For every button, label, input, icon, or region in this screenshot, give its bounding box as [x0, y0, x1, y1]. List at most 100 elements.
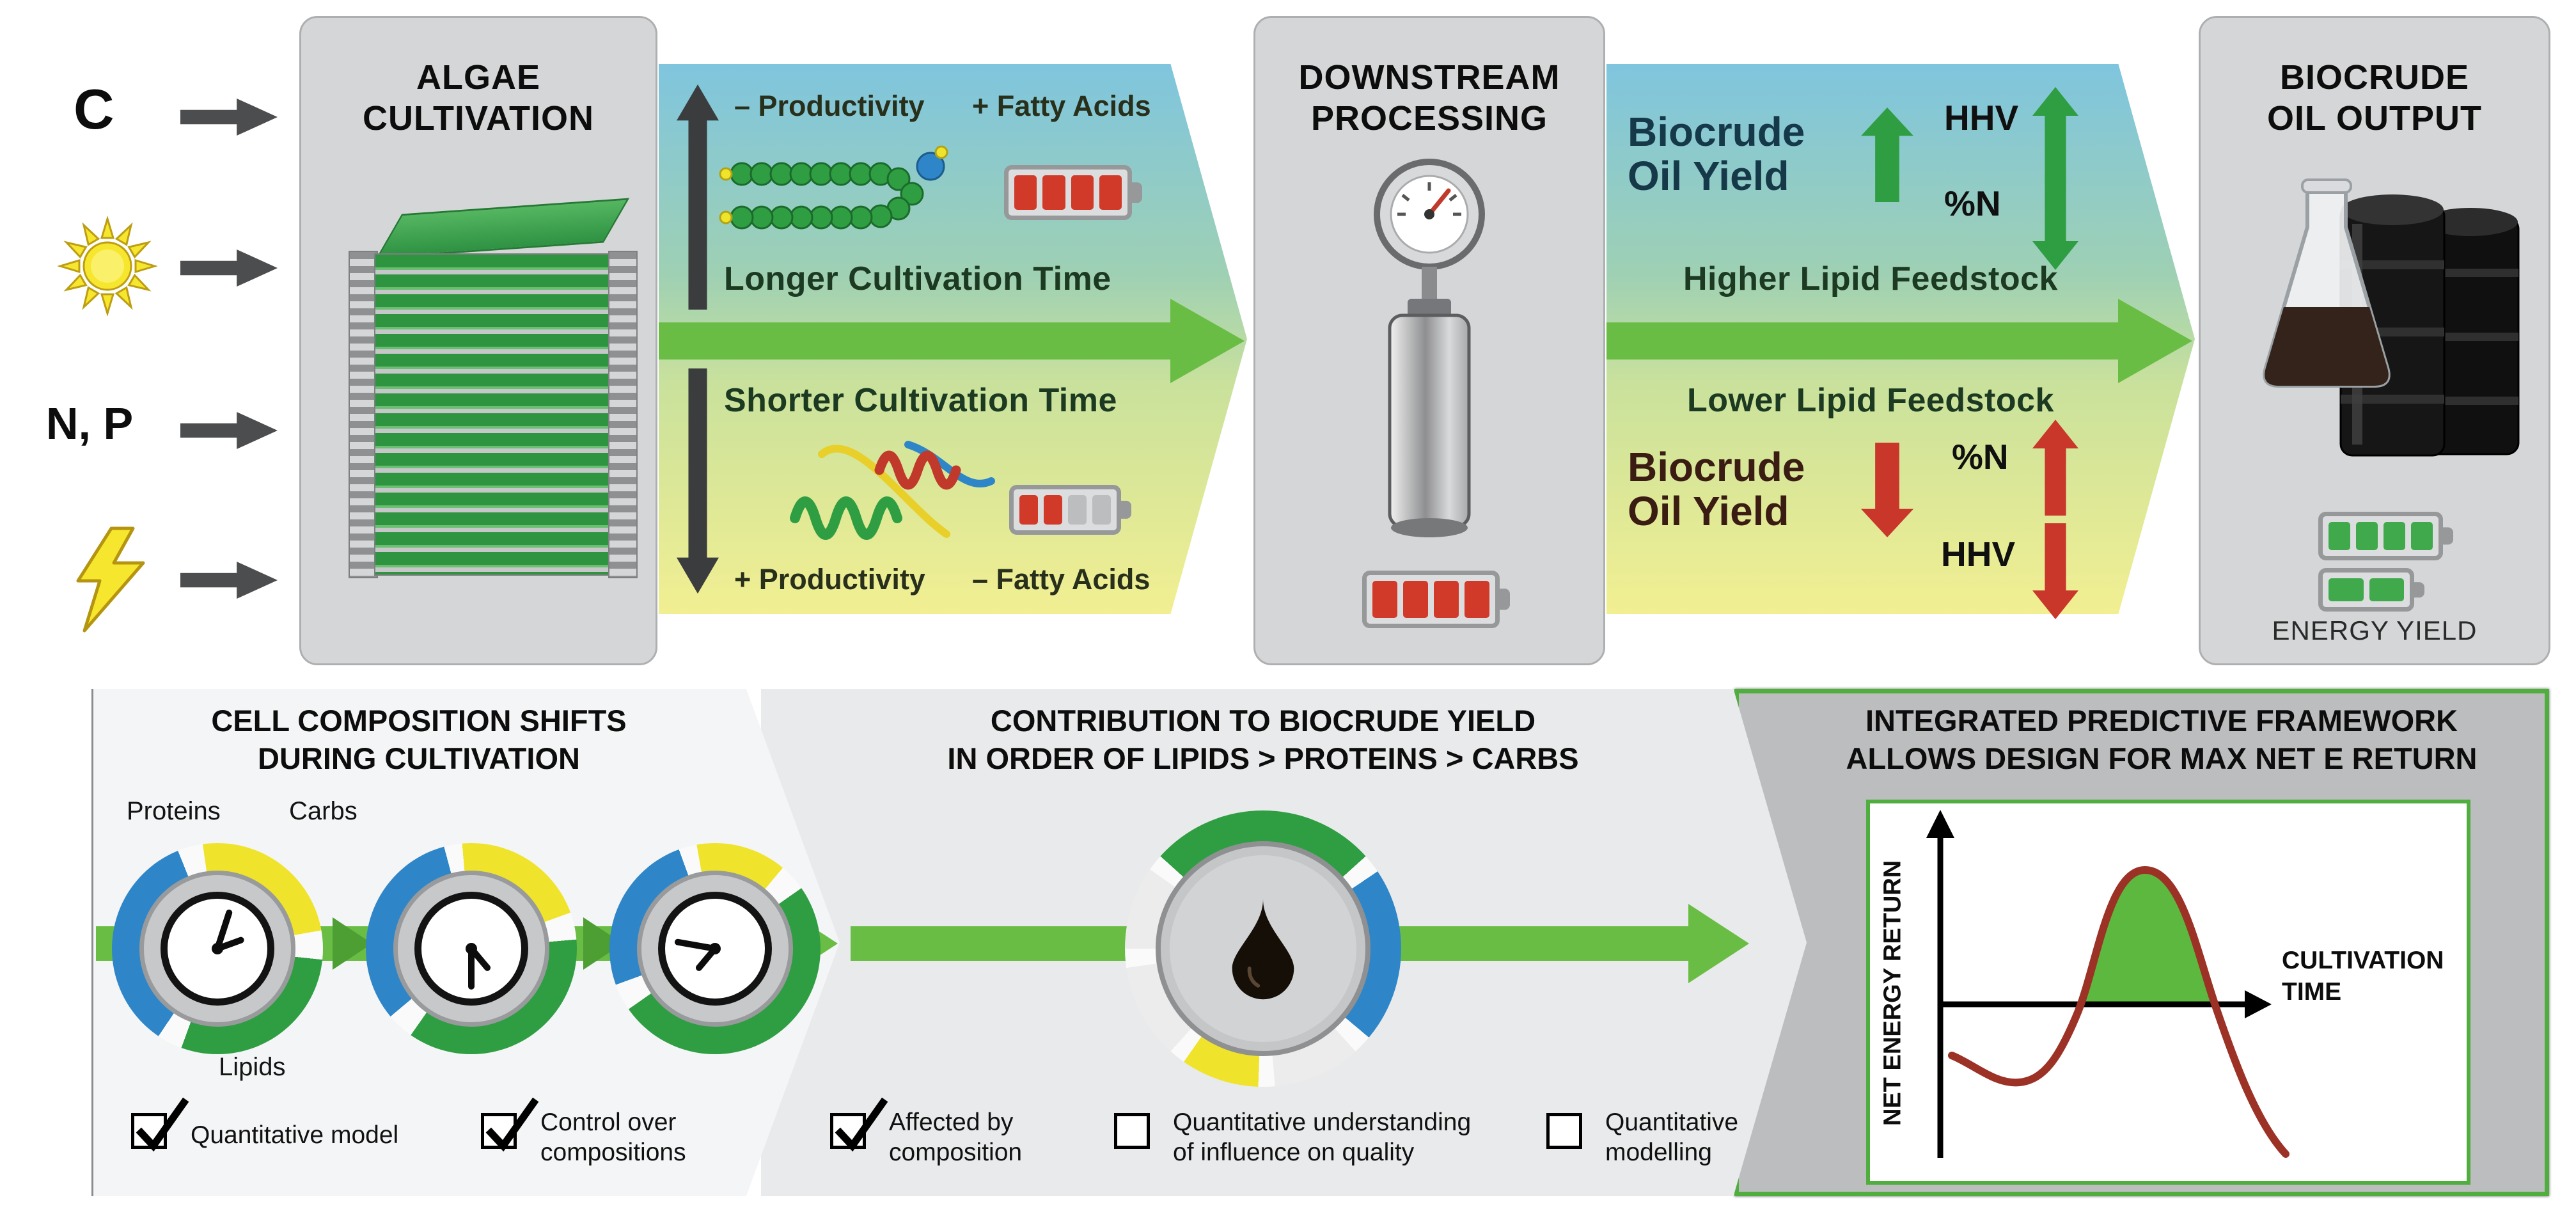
battery-bar — [1403, 581, 1428, 618]
framework-title-line2: ALLOWS DESIGN FOR MAX NET E RETURN — [1846, 741, 2478, 775]
battery-bar — [1099, 175, 1122, 210]
algae-title-line2: CULTIVATION — [363, 99, 594, 138]
flow-arrow-band — [659, 322, 1170, 360]
control-compositions-label: Control over compositions — [540, 1108, 686, 1168]
biocrude-yield-bottom-label: Biocrude Oil Yield — [1628, 445, 1805, 533]
checkbox-quantitative-model — [131, 1097, 189, 1152]
battery-full-icon — [1004, 165, 1132, 220]
checkbox-quantitative-modelling — [1546, 1113, 1582, 1149]
control-compositions-line2: compositions — [540, 1138, 686, 1166]
energy-battery-half-icon — [2318, 568, 2414, 612]
affected-line1: Affected by — [889, 1109, 1014, 1136]
clock-icon-1 — [161, 892, 274, 1006]
energy-yield-label: ENERGY YIELD — [2272, 615, 2478, 645]
downstream-title-line1: DOWNSTREAM — [1298, 58, 1560, 97]
battery-bar — [1071, 175, 1094, 210]
downstream-box-title: DOWNSTREAM PROCESSING — [1255, 58, 1603, 139]
composition-title-line1: CELL COMPOSITION SHIFTS — [211, 704, 627, 738]
time-axis-line2: TIME — [2282, 977, 2342, 1006]
battery-half-icon — [1009, 485, 1121, 535]
pressure-reactor-icon — [1374, 159, 1485, 537]
biocrude-top-line1: Biocrude — [1628, 109, 1805, 155]
understanding-line1: Quantitative understanding — [1173, 1109, 1472, 1136]
productivity-minus-label: – Productivity — [734, 90, 925, 122]
productivity-plus-label: + Productivity — [734, 563, 925, 596]
lipid-molecule-icon — [719, 145, 948, 230]
n-bottom-label: %N — [1952, 437, 2009, 477]
battery-bar — [1068, 495, 1087, 525]
framework-panel-title: INTEGRATED PREDICTIVE FRAMEWORK ALLOWS D… — [1819, 702, 2504, 778]
flow-arrow-notch — [333, 917, 372, 970]
affected-by-composition-label: Affected by composition — [889, 1108, 1022, 1168]
net-energy-graph — [1926, 810, 2289, 1158]
battery-bar — [1014, 175, 1037, 210]
battery-bar — [1044, 495, 1062, 525]
battery-bar — [1434, 581, 1459, 618]
input-arrow-icon — [180, 98, 278, 136]
checkmark-icon — [835, 1097, 888, 1152]
contribution-title-line1: CONTRIBUTION TO BIOCRUDE YIELD — [990, 704, 1536, 738]
checkmark-icon — [136, 1097, 189, 1152]
output-title-line1: BIOCRUDE — [2279, 58, 2469, 97]
proteins-label: Proteins — [127, 797, 221, 825]
battery-bar — [2369, 578, 2404, 601]
net-energy-curve — [1948, 865, 2289, 1158]
longer-cultivation-label: Longer Cultivation Time — [724, 260, 1111, 297]
control-compositions-line1: Control over — [540, 1109, 677, 1136]
algae-title-line1: ALGAE — [416, 58, 540, 97]
biocrude-top-line2: Oil Yield — [1628, 153, 1789, 200]
composition-title-line2: DURING CULTIVATION — [258, 741, 580, 775]
quantitative-modelling-label: Quantitative modelling — [1605, 1108, 1738, 1168]
battery-bar — [1465, 581, 1489, 618]
higher-lipid-label: Higher Lipid Feedstock — [1683, 260, 2058, 297]
battery-bar — [1042, 175, 1065, 210]
understanding-line2: of influence on quality — [1173, 1138, 1415, 1166]
shorter-cultivation-label: Shorter Cultivation Time — [724, 382, 1117, 419]
contribution-panel-title: CONTRIBUTION TO BIOCRUDE YIELD IN ORDER … — [803, 702, 1724, 778]
protein-molecule-icon — [790, 441, 995, 540]
flow-arrow-head — [1688, 904, 1749, 983]
composition-panel-title: CELL COMPOSITION SHIFTS DURING CULTIVATI… — [106, 702, 732, 778]
x-axis-arrowhead — [2245, 990, 2272, 1018]
photobioreactor-frame-icon — [608, 251, 638, 578]
contribution-title-line2: IN ORDER OF LIPIDS > PROTEINS > CARBS — [947, 741, 1579, 775]
flask-icon — [2263, 178, 2391, 388]
oil-barrel-icon — [2339, 194, 2446, 457]
energy-battery-full-icon — [2318, 512, 2443, 560]
checkbox-affected-by-composition — [830, 1097, 888, 1152]
checkbox-quantitative-understanding — [1114, 1113, 1150, 1149]
affected-line2: composition — [889, 1138, 1023, 1166]
clock-center-dot — [212, 943, 223, 954]
n-top-label: %N — [1944, 184, 2001, 223]
battery-full-icon — [1362, 571, 1500, 628]
flow-arrow-head — [2118, 299, 2192, 383]
oil-drop-icon — [1232, 899, 1294, 1000]
photobioreactor-frame-icon — [349, 251, 378, 578]
input-carbon-label: C — [74, 77, 114, 141]
checkbox-control-compositions — [481, 1097, 539, 1152]
battery-bar — [2411, 522, 2433, 550]
cultivation-time-axis-label: CULTIVATION TIME — [2282, 945, 2444, 1008]
photobioreactor-panels-icon — [374, 253, 613, 576]
clock-icon-2 — [414, 892, 528, 1006]
battery-bar — [2356, 522, 2378, 550]
flask-and-barrels-icon — [2263, 178, 2520, 457]
oil-barrel-icon — [2421, 208, 2520, 455]
input-arrow-icon — [180, 249, 278, 287]
sun-icon — [58, 216, 157, 316]
hhv-bottom-label: HHV — [1941, 534, 2016, 574]
downstream-title-line2: PROCESSING — [1310, 99, 1548, 138]
time-axis-line1: CULTIVATION — [2282, 947, 2444, 974]
battery-bar — [1092, 495, 1111, 525]
input-arrow-icon — [180, 411, 278, 450]
battery-bar — [1372, 581, 1397, 618]
clock-center-dot — [709, 943, 721, 954]
y-axis-arrowhead — [1926, 810, 1954, 838]
flow-arrow-band — [1606, 322, 2118, 360]
framework-title-line1: INTEGRATED PREDICTIVE FRAMEWORK — [1865, 704, 2458, 738]
checkmark-icon — [485, 1097, 539, 1152]
fatty-acids-minus-label: – Fatty Acids — [972, 563, 1151, 596]
flow-arrow-head — [1170, 299, 1245, 383]
fatty-acids-plus-label: + Fatty Acids — [972, 90, 1151, 122]
modelling-line1: Quantitative — [1605, 1109, 1739, 1136]
